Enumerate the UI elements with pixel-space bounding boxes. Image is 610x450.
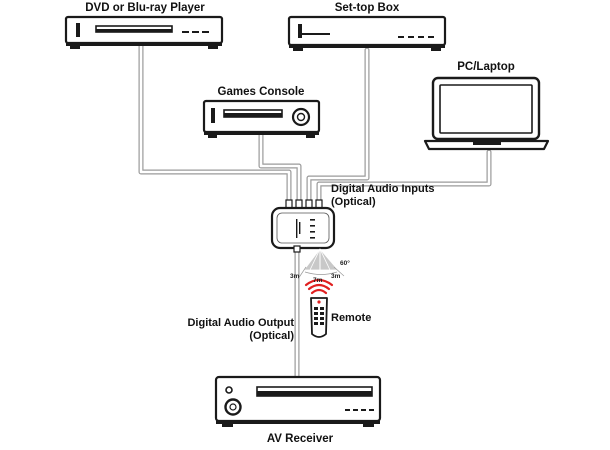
label-output-line1: Digital Audio Output — [187, 317, 294, 329]
ir-signal-arcs — [304, 278, 334, 295]
remote-control-icon — [304, 278, 334, 338]
dvd-player-icon — [64, 15, 224, 49]
label-pc-laptop: PC/Laptop — [457, 61, 515, 73]
label-set-top-box: Set-top Box — [334, 2, 400, 14]
cable-games-console — [258, 131, 302, 208]
cable-dvd — [138, 39, 292, 208]
label-remote: Remote — [331, 312, 372, 324]
label-output-line2: (Optical) — [249, 330, 294, 342]
label-dvd-player: DVD or Blu-ray Player — [85, 2, 205, 14]
label-ir-dist-center: 7m — [313, 277, 323, 284]
label-ir-dist-left: 3m — [290, 273, 300, 280]
cables — [138, 39, 492, 381]
av-receiver-icon — [214, 375, 382, 427]
audio-switcher-icon — [270, 199, 336, 253]
set-top-box-icon — [287, 15, 447, 51]
games-console-icon — [202, 99, 321, 138]
label-inputs-line2: (Optical) — [331, 196, 376, 208]
laptop-icon — [423, 76, 550, 151]
label-ir-dist-right: 3m — [331, 273, 341, 280]
ir-range-cone — [297, 248, 345, 280]
label-av-receiver: AV Receiver — [266, 433, 334, 445]
label-inputs-line1: Digital Audio Inputs — [331, 183, 435, 195]
label-ir-angle: 60° — [340, 260, 350, 267]
cable-pc — [316, 149, 492, 208]
label-games-console: Games Console — [217, 86, 305, 98]
cable-set-top — [306, 47, 370, 208]
